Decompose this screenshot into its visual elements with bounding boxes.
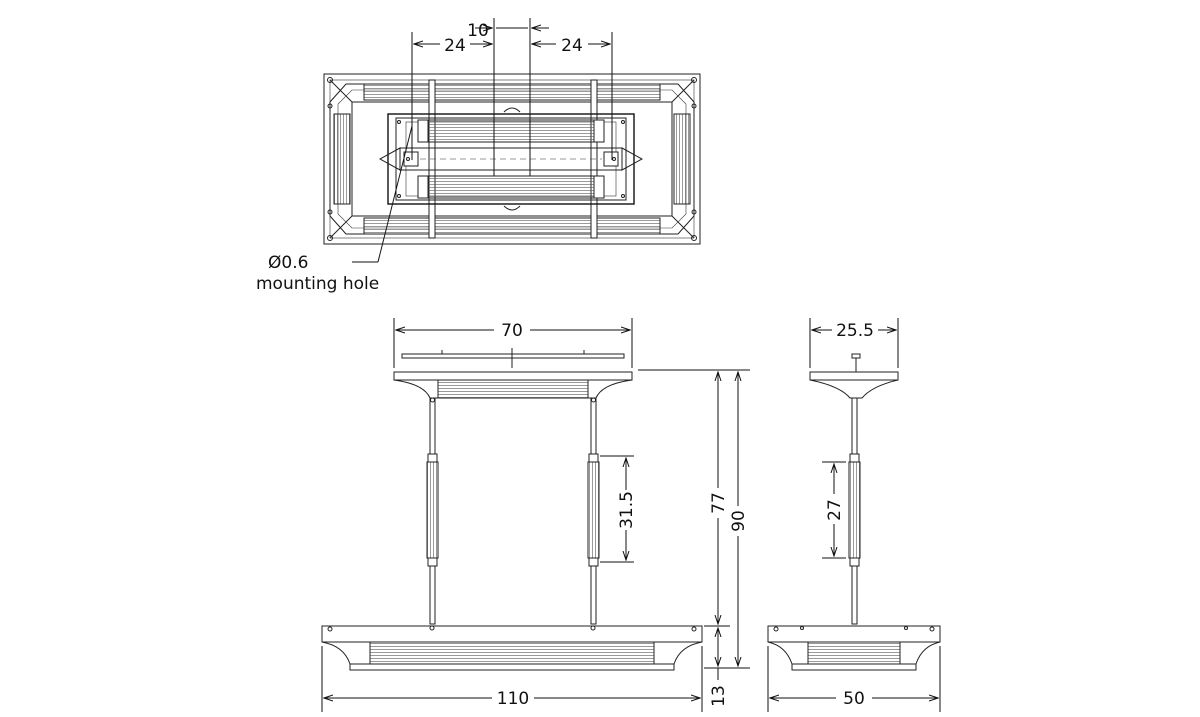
side-view: 25.5 27 50 [767, 318, 941, 712]
front-tube-right [587, 453, 600, 567]
top-view-tube-lower [363, 217, 661, 235]
side-canopy-top [809, 371, 899, 381]
front-canopy-top [393, 371, 633, 381]
dim-side-base-width: 50 [843, 689, 865, 709]
front-tube-left [426, 453, 439, 567]
dim-base-height: 13 [709, 685, 729, 707]
front-view: 70 31.5 77 90 13 110 [321, 318, 750, 712]
dim-side-tube-length: 27 [825, 499, 845, 521]
front-base-tube [369, 641, 655, 665]
note-hole-diameter: Ø0.6 [268, 253, 308, 273]
top-view-tube-left [333, 113, 351, 205]
top-view-canopy [387, 113, 635, 205]
dim-right-offset: 24 [561, 36, 583, 56]
dim-tube-length: 31.5 [617, 491, 637, 529]
side-tube [848, 453, 861, 567]
top-view: 10 24 24 Ø0.6 mounting hole [256, 18, 701, 294]
note-mounting-hole: mounting hole [256, 274, 379, 294]
dim-total-height: 90 [729, 510, 749, 532]
dim-center-gap: 10 [467, 21, 489, 41]
dim-side-canopy-width: 25.5 [836, 321, 874, 341]
dim-upper-height: 77 [709, 492, 729, 514]
front-base-top [321, 625, 703, 643]
dim-base-width: 110 [497, 689, 529, 709]
dim-left-offset: 24 [444, 36, 466, 56]
top-view-outer-frame [323, 73, 701, 245]
dim-canopy-width: 70 [501, 321, 523, 341]
top-view-tube-upper [363, 83, 661, 101]
top-view-tube-right [673, 113, 691, 205]
side-base-top [767, 625, 941, 643]
